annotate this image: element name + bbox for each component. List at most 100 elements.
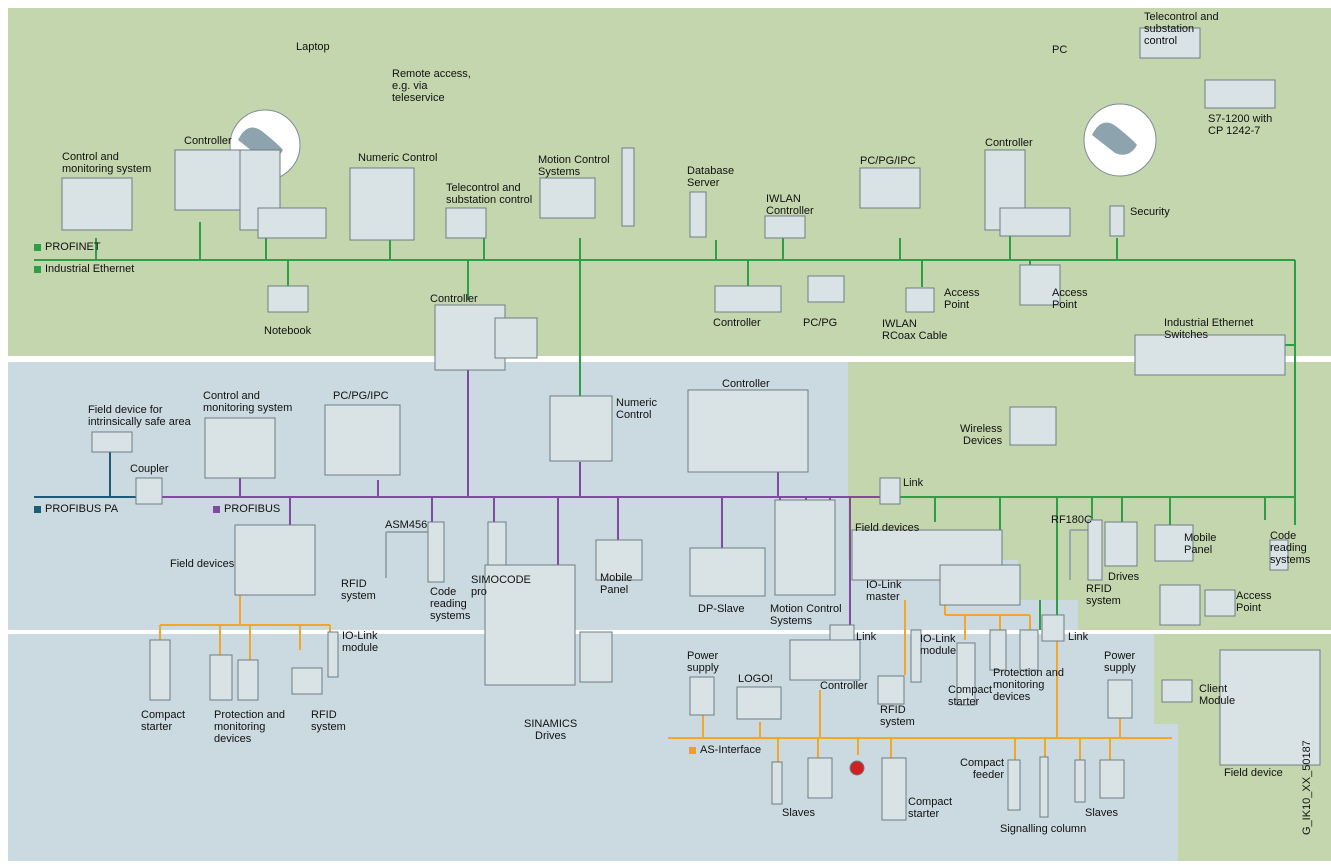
label-telecontrol-mid: Telecontrol and substation control <box>446 182 532 206</box>
device-pc-pg <box>808 276 844 302</box>
label-simocode-pro: SIMOCODE pro <box>471 574 531 598</box>
label-industrial-ethernet-switches: Industrial Ethernet Switches <box>1164 317 1253 341</box>
device-protection-1 <box>210 655 232 700</box>
label-pc: PC <box>1052 44 1067 56</box>
device-protection-4 <box>1020 630 1038 670</box>
emergency-stop <box>850 761 864 775</box>
legend-industrial-ethernet: Industrial Ethernet <box>34 263 134 275</box>
label-control-monitoring-mid: Control and monitoring system <box>203 390 292 414</box>
device-logo <box>737 687 781 719</box>
device-access-point-3b <box>1205 590 1235 616</box>
device-io-link-master-block <box>940 565 1020 605</box>
label-pc-pg-ipc-mid: PC/PG/IPC <box>333 390 389 402</box>
label-asm456: ASM456 <box>385 519 427 531</box>
label-controller-mid: Controller <box>430 293 478 305</box>
label-link-2: Link <box>1068 631 1088 643</box>
label-signalling-column: Signalling column <box>1000 823 1086 835</box>
device-controller-bottom <box>790 640 860 680</box>
device-coupler <box>136 478 162 504</box>
device-access-point-3 <box>1160 585 1200 625</box>
device-iwlan-controller <box>765 216 805 238</box>
label-database-server: Database Server <box>687 165 734 189</box>
device-slave-2 <box>808 758 832 798</box>
device-numeric-control-mid <box>550 396 612 461</box>
label-iwlan-rcoax: IWLAN RCoax Cable <box>882 318 947 342</box>
device-protection-2 <box>238 660 258 700</box>
label-io-link-module-1: IO-Link module <box>342 630 378 654</box>
device-slave-1 <box>772 762 782 804</box>
label-code-reading-1: Code reading systems <box>430 586 470 622</box>
label-field-device-bottom: Field device <box>1224 767 1283 779</box>
label-numeric-control-mid: Numeric Control <box>616 397 657 421</box>
label-remote-access: Remote access, e.g. via teleservice <box>392 68 471 104</box>
label-access-point-2: Access Point <box>1052 287 1087 311</box>
device-security-module <box>1110 206 1124 236</box>
legend-as-interface: AS-Interface <box>689 744 761 756</box>
label-power-supply-1: Power supply <box>687 650 719 674</box>
device-controller-mid-right <box>688 390 808 472</box>
label-rfid-system-1: RFID system <box>341 578 376 602</box>
label-slaves-2: Slaves <box>1085 807 1118 819</box>
label-sinamics-drives: SINAMICS Drives <box>524 718 577 742</box>
label-rf180c: RF180C <box>1051 514 1092 526</box>
device-dp-slave <box>690 548 765 596</box>
asi-swatch <box>689 747 696 754</box>
label-iwlan-controller: IWLAN Controller <box>766 193 814 217</box>
label-controller-bottom: Controller <box>820 680 868 692</box>
label-client-module: Client Module <box>1199 683 1235 707</box>
label-access-point-3: Access Point <box>1236 590 1271 614</box>
device-notebook <box>268 286 308 312</box>
label-motion-control-top: Motion Control Systems <box>538 154 610 178</box>
device-simocode-pro <box>488 522 506 568</box>
device-pc-pg-ipc-mid <box>325 405 400 475</box>
device-field-device-safe <box>92 432 132 452</box>
legend-ethernet-label: Industrial Ethernet <box>45 263 134 275</box>
device-compact-starter-3 <box>882 758 906 820</box>
label-s7-1200: S7-1200 with CP 1242-7 <box>1208 113 1272 137</box>
label-mobile-panel-1: Mobile Panel <box>600 572 632 596</box>
label-compact-starter-2: Compact starter <box>948 684 992 708</box>
label-protection-monitoring-1: Protection and monitoring devices <box>214 709 285 745</box>
device-io-link-module-1 <box>328 632 338 677</box>
label-field-devices-right: Field devices <box>855 522 919 534</box>
label-telecontrol-top-right: Telecontrol and substation control <box>1144 11 1219 47</box>
device-controller-lower <box>715 286 781 312</box>
label-mobile-panel-2: Mobile Panel <box>1184 532 1216 556</box>
label-wireless-devices: Wireless Devices <box>960 423 1002 447</box>
device-telecontrol-mid <box>446 208 486 238</box>
device-database-server <box>690 192 706 237</box>
label-power-supply-2: Power supply <box>1104 650 1136 674</box>
legend-profinet: PROFINET <box>34 241 101 253</box>
label-code-reading-2: Code reading systems <box>1270 530 1310 566</box>
label-link-1: Link <box>903 477 923 489</box>
label-notebook: Notebook <box>264 325 311 337</box>
legend-profibus-pa: PROFIBUS PA <box>34 503 118 515</box>
device-rfid-4 <box>878 676 904 704</box>
device-industrial-ethernet-switches <box>1135 335 1285 375</box>
device-hmi-control-monitoring-top <box>62 178 132 230</box>
device-power-supply-2 <box>1108 680 1132 718</box>
label-controller-lower: Controller <box>713 317 761 329</box>
device-s7-1200 <box>1205 80 1275 108</box>
label-pc-pg: PC/PG <box>803 317 837 329</box>
label-motion-control-mid: Motion Control Systems <box>770 603 842 627</box>
profibus-pa-swatch <box>34 506 41 513</box>
device-controller-mid-winac <box>495 318 537 358</box>
device-rf180c <box>1088 520 1102 580</box>
label-coupler: Coupler <box>130 463 169 475</box>
device-pc-pg-ipc-top <box>860 168 920 208</box>
label-access-point-1: Access Point <box>944 287 979 311</box>
device-link-2 <box>1042 615 1064 641</box>
device-compact-starter-1 <box>150 640 170 700</box>
device-link-1 <box>880 478 900 504</box>
document-id: G_IK10_XX_50187 <box>1301 740 1313 835</box>
device-numeric-control-top <box>350 168 414 240</box>
label-control-monitoring-top: Control and monitoring system <box>62 151 151 175</box>
label-security: Security <box>1130 206 1170 218</box>
device-motion-control-mid <box>775 500 835 595</box>
label-controller-top: Controller <box>184 135 232 147</box>
label-rfid-system-3: RFID system <box>311 709 346 733</box>
label-rfid-system-4: RFID system <box>880 704 915 728</box>
device-motion-control-drive <box>622 148 634 226</box>
